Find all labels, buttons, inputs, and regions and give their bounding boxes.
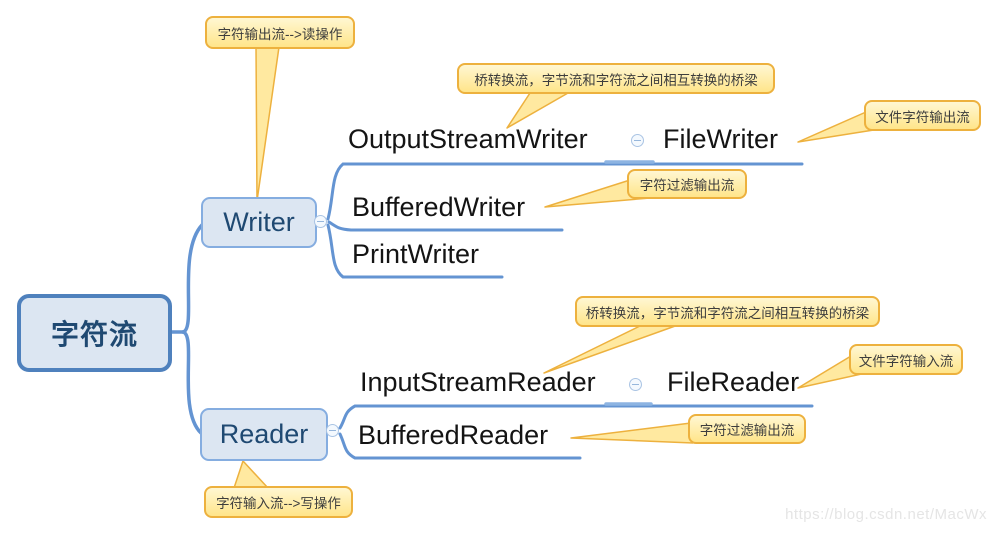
collapse-toggle-input-stream-reader[interactable] — [629, 378, 642, 391]
topic-file-reader[interactable]: FileReader — [667, 367, 800, 397]
reader-to-inputstreamreader-line — [338, 404, 814, 430]
topic-file-writer[interactable]: FileWriter — [663, 124, 779, 154]
root-to-reader-curve — [181, 330, 203, 435]
callout-file-writer-note[interactable]: 文件字符输出流 — [864, 100, 981, 131]
callout-tail-writer-note — [255, 46, 280, 202]
callout-tail-reader-note — [233, 460, 269, 489]
minus-icon — [632, 383, 639, 386]
branch-topic-reader[interactable]: Reader — [200, 408, 328, 461]
topic-print-writer[interactable]: PrintWriter — [352, 239, 480, 269]
root-topic-charstream[interactable]: 字符流 — [17, 294, 172, 372]
root-topic-label: 字符流 — [50, 319, 138, 350]
minus-icon — [634, 139, 641, 142]
topic-output-stream-writer[interactable]: OutputStreamWriter — [348, 124, 588, 154]
callout-file-reader-note[interactable]: 文件字符输入流 — [849, 344, 963, 375]
minus-icon — [329, 429, 336, 432]
collapse-toggle-output-stream-writer[interactable] — [631, 134, 644, 147]
topic-buffered-reader[interactable]: BufferedReader — [358, 420, 549, 450]
topic-buffered-writer[interactable]: BufferedWriter — [352, 192, 526, 222]
reader-topic-label: Reader — [219, 419, 309, 449]
writer-to-printwriter-line — [326, 223, 504, 279]
root-to-writer-curve — [181, 223, 204, 334]
branch-topic-writer[interactable]: Writer — [201, 197, 317, 248]
writer-to-outputstreamwriter-line — [326, 162, 804, 221]
callout-bridge-writer-note[interactable]: 桥转换流，字节流和字符流之间相互转换的桥梁 — [457, 63, 775, 94]
callout-writer-note[interactable]: 字符输出流-->读操作 — [205, 16, 355, 49]
collapse-toggle-writer[interactable] — [314, 215, 327, 228]
callout-reader-note[interactable]: 字符输入流-->写操作 — [204, 486, 353, 518]
topic-input-stream-reader[interactable]: InputStreamReader — [360, 367, 596, 397]
collapse-toggle-reader[interactable] — [326, 424, 339, 437]
reader-to-bufferedreader-line — [338, 432, 582, 460]
writer-to-bufferedwriter-line — [327, 220, 564, 232]
callout-buffered-reader-note[interactable]: 字符过滤输出流 — [688, 414, 806, 444]
callout-buffered-writer-note[interactable]: 字符过滤输出流 — [627, 169, 747, 199]
callout-bridge-reader-note[interactable]: 桥转换流，字节流和字符流之间相互转换的桥梁 — [575, 296, 880, 327]
minus-icon — [317, 220, 324, 223]
watermark-url: https://blog.csdn.net/MacWx — [785, 506, 987, 523]
callout-tail-buffered-reader — [570, 422, 694, 444]
writer-topic-label: Writer — [223, 207, 295, 237]
